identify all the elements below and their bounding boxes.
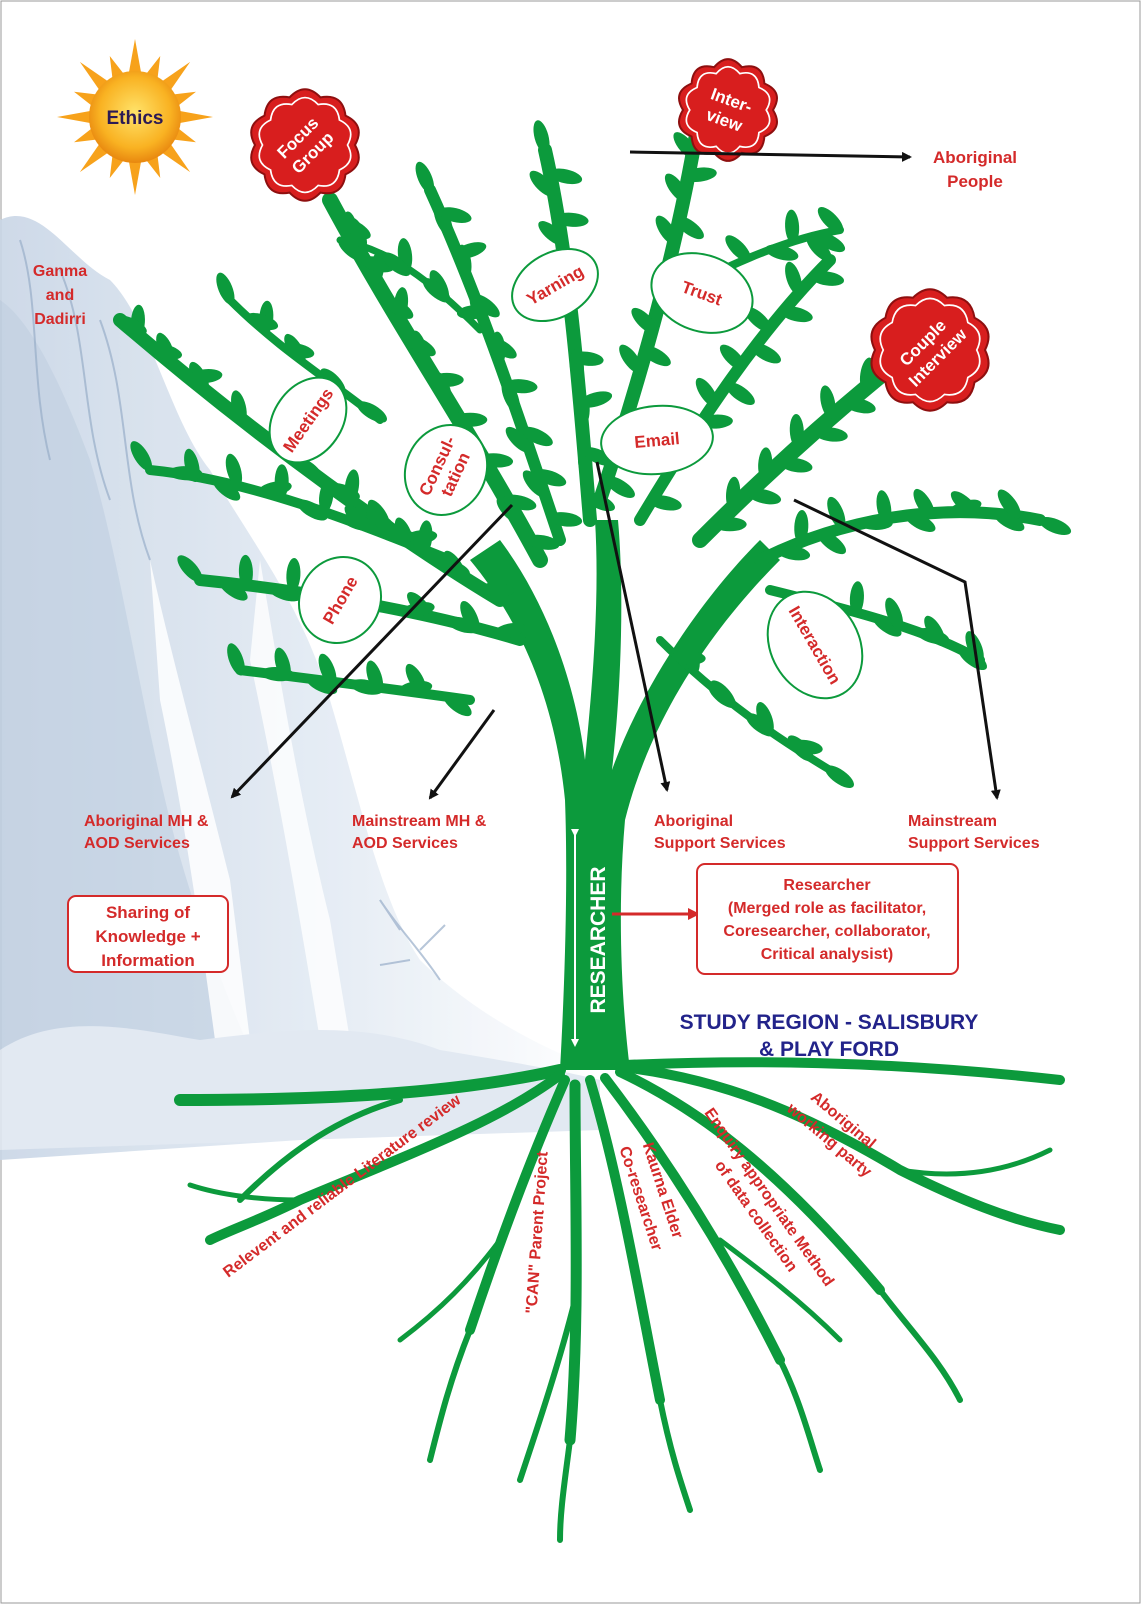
svg-text:Coresearcher, collaborator,: Coresearcher, collaborator, xyxy=(723,923,930,940)
sun-ray xyxy=(129,161,142,195)
aboriginal-support-label: Aboriginal Support Services xyxy=(654,813,786,852)
svg-text:STUDY REGION - SALISBURY: STUDY REGION - SALISBURY xyxy=(680,1011,979,1034)
tree-leaf xyxy=(822,761,858,792)
svg-text:Information: Information xyxy=(101,951,195,970)
leaf-label-consultation: Consul-tation xyxy=(390,411,501,528)
svg-text:Knowledge +: Knowledge + xyxy=(95,927,200,946)
flower-focus-group: FocusGroup xyxy=(251,89,359,201)
tree-root xyxy=(780,1360,820,1470)
tree-root xyxy=(570,1085,576,1440)
mainstream-mh-aod-label: Mainstream MH & AOD Services xyxy=(352,813,487,852)
tree-root xyxy=(430,1330,470,1460)
svg-text:Aboriginal: Aboriginal xyxy=(654,813,733,830)
leaf-label-yarning: Yarning xyxy=(499,234,611,335)
researcher-box: Researcher (Merged role as facilitator, … xyxy=(612,864,958,974)
knowledge-box: Sharing of Knowledge + Information xyxy=(68,896,228,972)
sun-ray xyxy=(129,39,142,73)
arrow-to-aboriginal-people xyxy=(630,152,910,157)
sun-ray xyxy=(179,111,213,124)
svg-text:Ganma: Ganma xyxy=(33,263,87,280)
flower-petals xyxy=(251,89,359,201)
tree-root xyxy=(900,1150,1050,1174)
svg-text:Mainstream MH &: Mainstream MH & xyxy=(352,813,487,830)
flower-petals xyxy=(871,289,988,410)
svg-text:Dadirri: Dadirri xyxy=(34,311,86,328)
leaf-label-text: Email xyxy=(634,429,681,452)
svg-text:AOD Services: AOD Services xyxy=(84,835,190,852)
leaf-label-meetings: Meetings xyxy=(254,363,362,477)
svg-text:Researcher: Researcher xyxy=(783,877,870,894)
svg-text:AOD Services: AOD Services xyxy=(352,835,458,852)
svg-text:(Merged role as facilitator,: (Merged role as facilitator, xyxy=(728,900,926,917)
aboriginal-people-label: Aboriginal People xyxy=(933,148,1017,191)
tree-root xyxy=(560,1440,570,1540)
leaf-shape xyxy=(390,411,501,528)
svg-text:RESEARCHER: RESEARCHER xyxy=(587,866,610,1013)
flower-interview: Inter-view xyxy=(679,59,777,161)
trunk xyxy=(470,520,780,1070)
svg-text:People: People xyxy=(947,172,1003,191)
tree-root xyxy=(660,1400,690,1510)
sun-ethics: Ethics xyxy=(57,39,213,195)
svg-text:Aboriginal MH &: Aboriginal MH & xyxy=(84,813,209,830)
svg-text:Mainstream: Mainstream xyxy=(908,813,997,830)
study-region-label: STUDY REGION - SALISBURY & PLAY FORD xyxy=(680,1011,979,1061)
svg-text:Aboriginal: Aboriginal xyxy=(933,148,1017,167)
mainstream-support-label: Mainstream Support Services xyxy=(908,813,1040,852)
flower-couple-interview: CoupleInterview xyxy=(871,289,988,410)
ethics-label: Ethics xyxy=(106,108,163,129)
svg-text:Critical analysist): Critical analysist) xyxy=(761,946,894,963)
svg-text:Support Services: Support Services xyxy=(908,835,1040,852)
svg-text:and: and xyxy=(46,287,74,304)
tree-root xyxy=(880,1290,960,1400)
flower-petals xyxy=(679,59,777,161)
svg-text:Sharing of: Sharing of xyxy=(106,903,190,922)
sun-ray xyxy=(57,111,91,124)
svg-text:Support Services: Support Services xyxy=(654,835,786,852)
root-label-working-party: Aboriginal working party xyxy=(782,1089,878,1181)
svg-text:& PLAY FORD: & PLAY FORD xyxy=(759,1038,899,1061)
arrow-to-mainstream-mh-aod xyxy=(430,710,494,798)
